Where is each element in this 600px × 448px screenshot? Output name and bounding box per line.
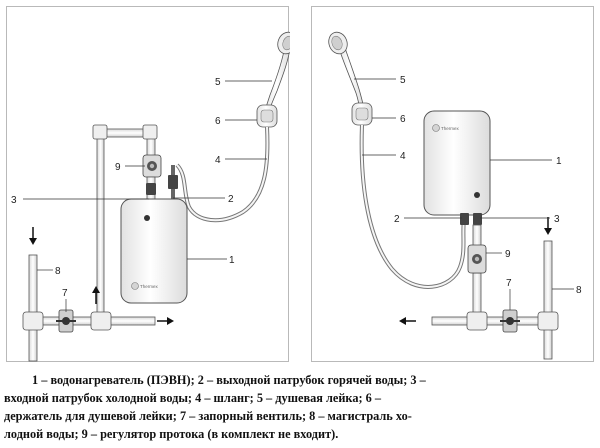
svg-text:8: 8 [576,285,582,296]
callout-2: 2 [173,194,234,205]
svg-text:3: 3 [11,195,17,206]
callout-6: 6 [215,116,257,127]
svg-text:7: 7 [62,288,68,299]
callout-4: 4 [362,151,406,162]
svg-text:5: 5 [215,77,221,88]
svg-text:7: 7 [506,278,512,289]
shower-holder [351,102,373,126]
callout-9: 9 [115,162,145,173]
callout-9: 9 [486,249,511,260]
heater-brand-label: Thermex [140,284,159,289]
legend-line: входной патрубок холодной воды; 4 – шлан… [4,391,382,405]
svg-text:6: 6 [215,116,221,127]
callout-7: 7 [506,278,512,310]
cold-water-inlet [473,213,482,225]
callout-6: 6 [372,114,406,125]
shut-off-valve [500,309,520,333]
svg-text:9: 9 [505,249,511,260]
shower-head [328,31,365,110]
callout-5: 5 [354,75,406,86]
shower-head [264,31,290,112]
left-installation-panel: Thermex 5 6 [6,6,290,362]
callout-8: 8 [552,285,582,296]
legend-line: лодной воды; 9 – регулятор протока (в ко… [4,427,339,441]
right-installation-diagram: Thermex [328,31,582,360]
legend-line: держатель для душевой лейки; 7 – запорны… [4,409,412,423]
shower-holder [256,104,278,128]
svg-text:1: 1 [229,255,235,266]
callout-5: 5 [215,77,272,88]
shut-off-valve [56,309,76,333]
cold-water-supply-line [92,124,158,326]
callout-2: 2 [394,214,462,225]
callout-4: 4 [215,155,267,166]
heater-brand-label: Thermex [441,126,460,131]
svg-text:9: 9 [115,162,121,173]
callout-3: 3 [11,195,149,206]
water-heater: Thermex [120,198,188,304]
callout-3: 3 [480,214,560,225]
callout-1: 1 [490,156,562,167]
flow-regulator [142,154,162,200]
svg-text:8: 8 [55,266,61,277]
hot-water-outlet [460,213,469,225]
cold-water-supply-line [472,224,482,324]
flow-regulator [467,244,487,274]
cold-water-main [431,240,559,360]
water-heater: Thermex [423,110,491,216]
left-installation-diagram: Thermex 5 6 [11,31,290,362]
svg-text:4: 4 [400,151,406,162]
svg-text:1: 1 [556,156,562,167]
callout-8: 8 [37,266,61,277]
svg-text:2: 2 [394,214,400,225]
figure-legend: 1 – водонагреватель (ПЭВН); 2 – выходной… [4,371,596,443]
svg-text:4: 4 [215,155,221,166]
svg-text:5: 5 [400,75,406,86]
callout-7: 7 [62,288,68,312]
shower-hose [175,126,270,223]
svg-text:2: 2 [228,194,234,205]
right-installation-panel: Thermex [311,6,594,362]
svg-text:6: 6 [400,114,406,125]
callout-1: 1 [187,255,235,266]
svg-text:3: 3 [554,214,560,225]
cold-water-main [22,254,156,362]
legend-line: 1 – водонагреватель (ПЭВН); 2 – выходной… [32,373,426,387]
